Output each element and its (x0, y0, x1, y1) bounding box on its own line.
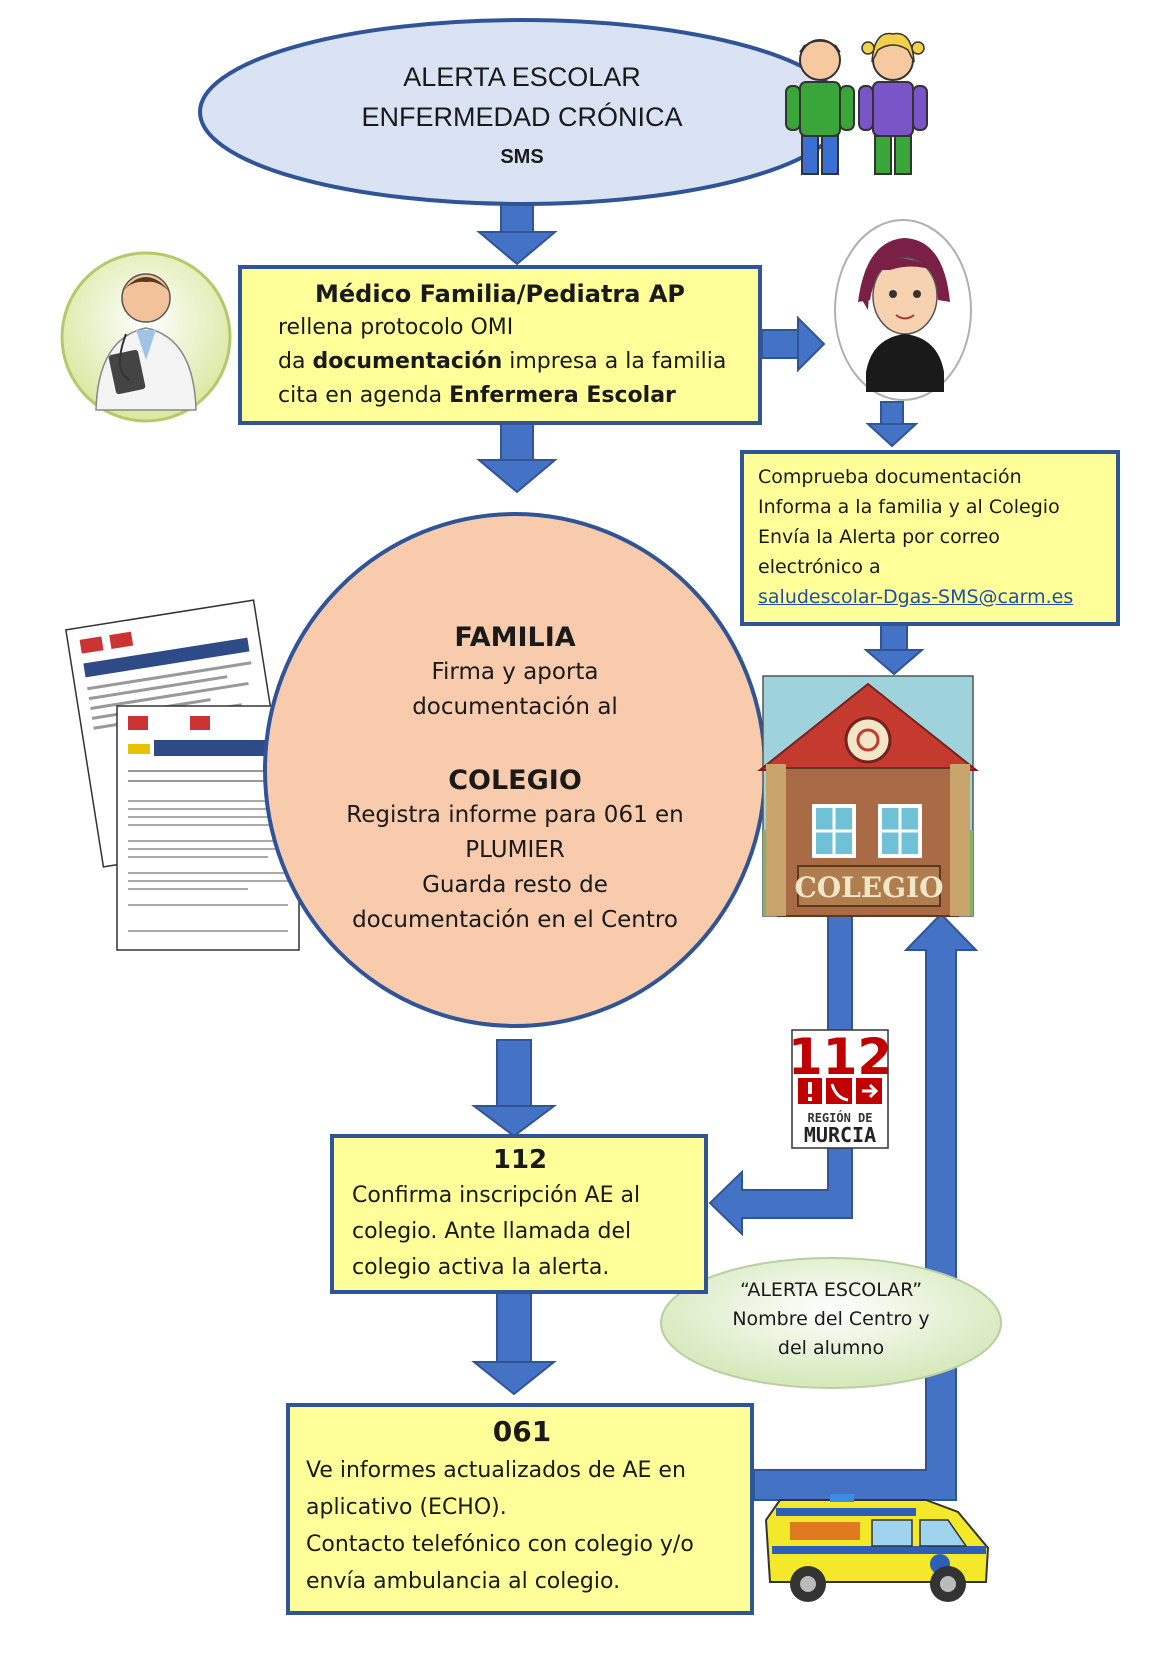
header-line3: SMS (500, 146, 543, 168)
badge-112-number: 112 (788, 1028, 892, 1086)
medico-line2-a: da (278, 349, 313, 374)
medico-line1: rellena protocolo OMI (278, 315, 514, 340)
school-sign-text: COLEGIO (794, 871, 943, 904)
alert-bubble (660, 1257, 1002, 1389)
box-112-line2: colegio. Ante llamada del (352, 1219, 632, 1244)
box-061-title: 061 (492, 1415, 552, 1448)
alert-bubble-line1: “ALERTA ESCOLAR” (739, 1279, 923, 1301)
medico-line2: da documentación impresa a la familia (278, 345, 758, 379)
box-061: 061 Ve informes actualizados de AE en ap… (286, 1403, 754, 1615)
nurse-line1: Comprueba documentación (758, 466, 1022, 488)
medico-line3-a: cita en agenda (278, 383, 450, 408)
box-061-line1: Ve informes actualizados de AE en (306, 1458, 686, 1483)
ambulance-illustration (764, 1494, 990, 1602)
familia-line2: documentación al (412, 694, 618, 720)
badge-112-murcia-label: MURCIA (804, 1123, 876, 1147)
familia-line5: Guarda resto de (422, 872, 608, 898)
nurse-icon (834, 219, 972, 401)
badge-112-murcia (791, 1029, 889, 1149)
familia-spacer (300, 725, 730, 763)
alert-bubble-line3: del alumno (777, 1337, 885, 1359)
medico-box: Médico Familia/Pediatra AP rellena proto… (238, 265, 762, 425)
box-112-line1: Confirma inscripción AE al (352, 1183, 641, 1208)
medico-title: Médico Familia/Pediatra AP (315, 280, 685, 308)
documents-illustration (65, 599, 300, 951)
alert-bubble-text: “ALERTA ESCOLAR” Nombre del Centro y del… (681, 1276, 981, 1363)
box-061-line3: Contacto telefónico con colegio y/o (306, 1532, 694, 1557)
children-illustration (785, 32, 928, 175)
badge-112-region: REGIÓN DE (807, 1110, 872, 1125)
nurse-line4: electrónico a (758, 556, 881, 578)
arrow-nurse-to-box (865, 401, 919, 448)
medico-body: rellena protocolo OMI da documentación i… (278, 311, 758, 413)
box-112-title: 112 (492, 1145, 548, 1175)
medico-line3-bold: Enfermera Escolar (449, 383, 676, 408)
school-illustration (757, 675, 979, 917)
header-line1: ALERTA ESCOLAR (403, 62, 641, 92)
email-link[interactable]: saludescolar-Dgas-SMS@carm.es (758, 586, 1074, 608)
arrow-familia-to-112 (471, 1039, 557, 1138)
arrow-medico-to-nurse (761, 315, 826, 373)
alert-bubble-line2: Nombre del Centro y (732, 1308, 930, 1330)
arrow-medico-to-familia (476, 419, 558, 494)
header-line2: ENFERMEDAD CRÓNICA (361, 101, 682, 132)
familia-line6: documentación en el Centro (352, 907, 678, 933)
nurse-info-box: Comprueba documentación Informa a la fam… (740, 450, 1120, 626)
nurse-line2: Informa a la familia y al Colegio (758, 496, 1060, 518)
colegio-title: COLEGIO (448, 765, 582, 796)
familia-text: FAMILIA Firma y aporta documentación al … (300, 620, 730, 938)
familia-line1: Firma y aporta (431, 659, 599, 685)
arrow-nurse-box-to-school (863, 623, 925, 676)
familia-line4: PLUMIER (465, 837, 565, 863)
arrow-header-to-medico (476, 199, 558, 266)
familia-line3: Registra informe para 061 en (346, 802, 684, 828)
familia-title: FAMILIA (454, 622, 576, 653)
medico-line2-c: impresa a la familia (502, 349, 727, 374)
nurse-line3: Envía la Alerta por correo (758, 526, 1000, 548)
box-061-line4: envía ambulancia al colegio. (306, 1569, 621, 1594)
doctor-icon (60, 251, 232, 423)
arrow-112-to-061 (471, 1291, 557, 1396)
box-112: 112 Confirma inscripción AE al colegio. … (330, 1134, 708, 1294)
box-112-line3: colegio activa la alerta. (352, 1255, 610, 1280)
medico-line3: cita en agenda Enfermera Escolar (278, 379, 758, 413)
box-061-line2: aplicativo (ECHO). (306, 1495, 507, 1520)
medico-line2-bold: documentación (312, 349, 503, 374)
